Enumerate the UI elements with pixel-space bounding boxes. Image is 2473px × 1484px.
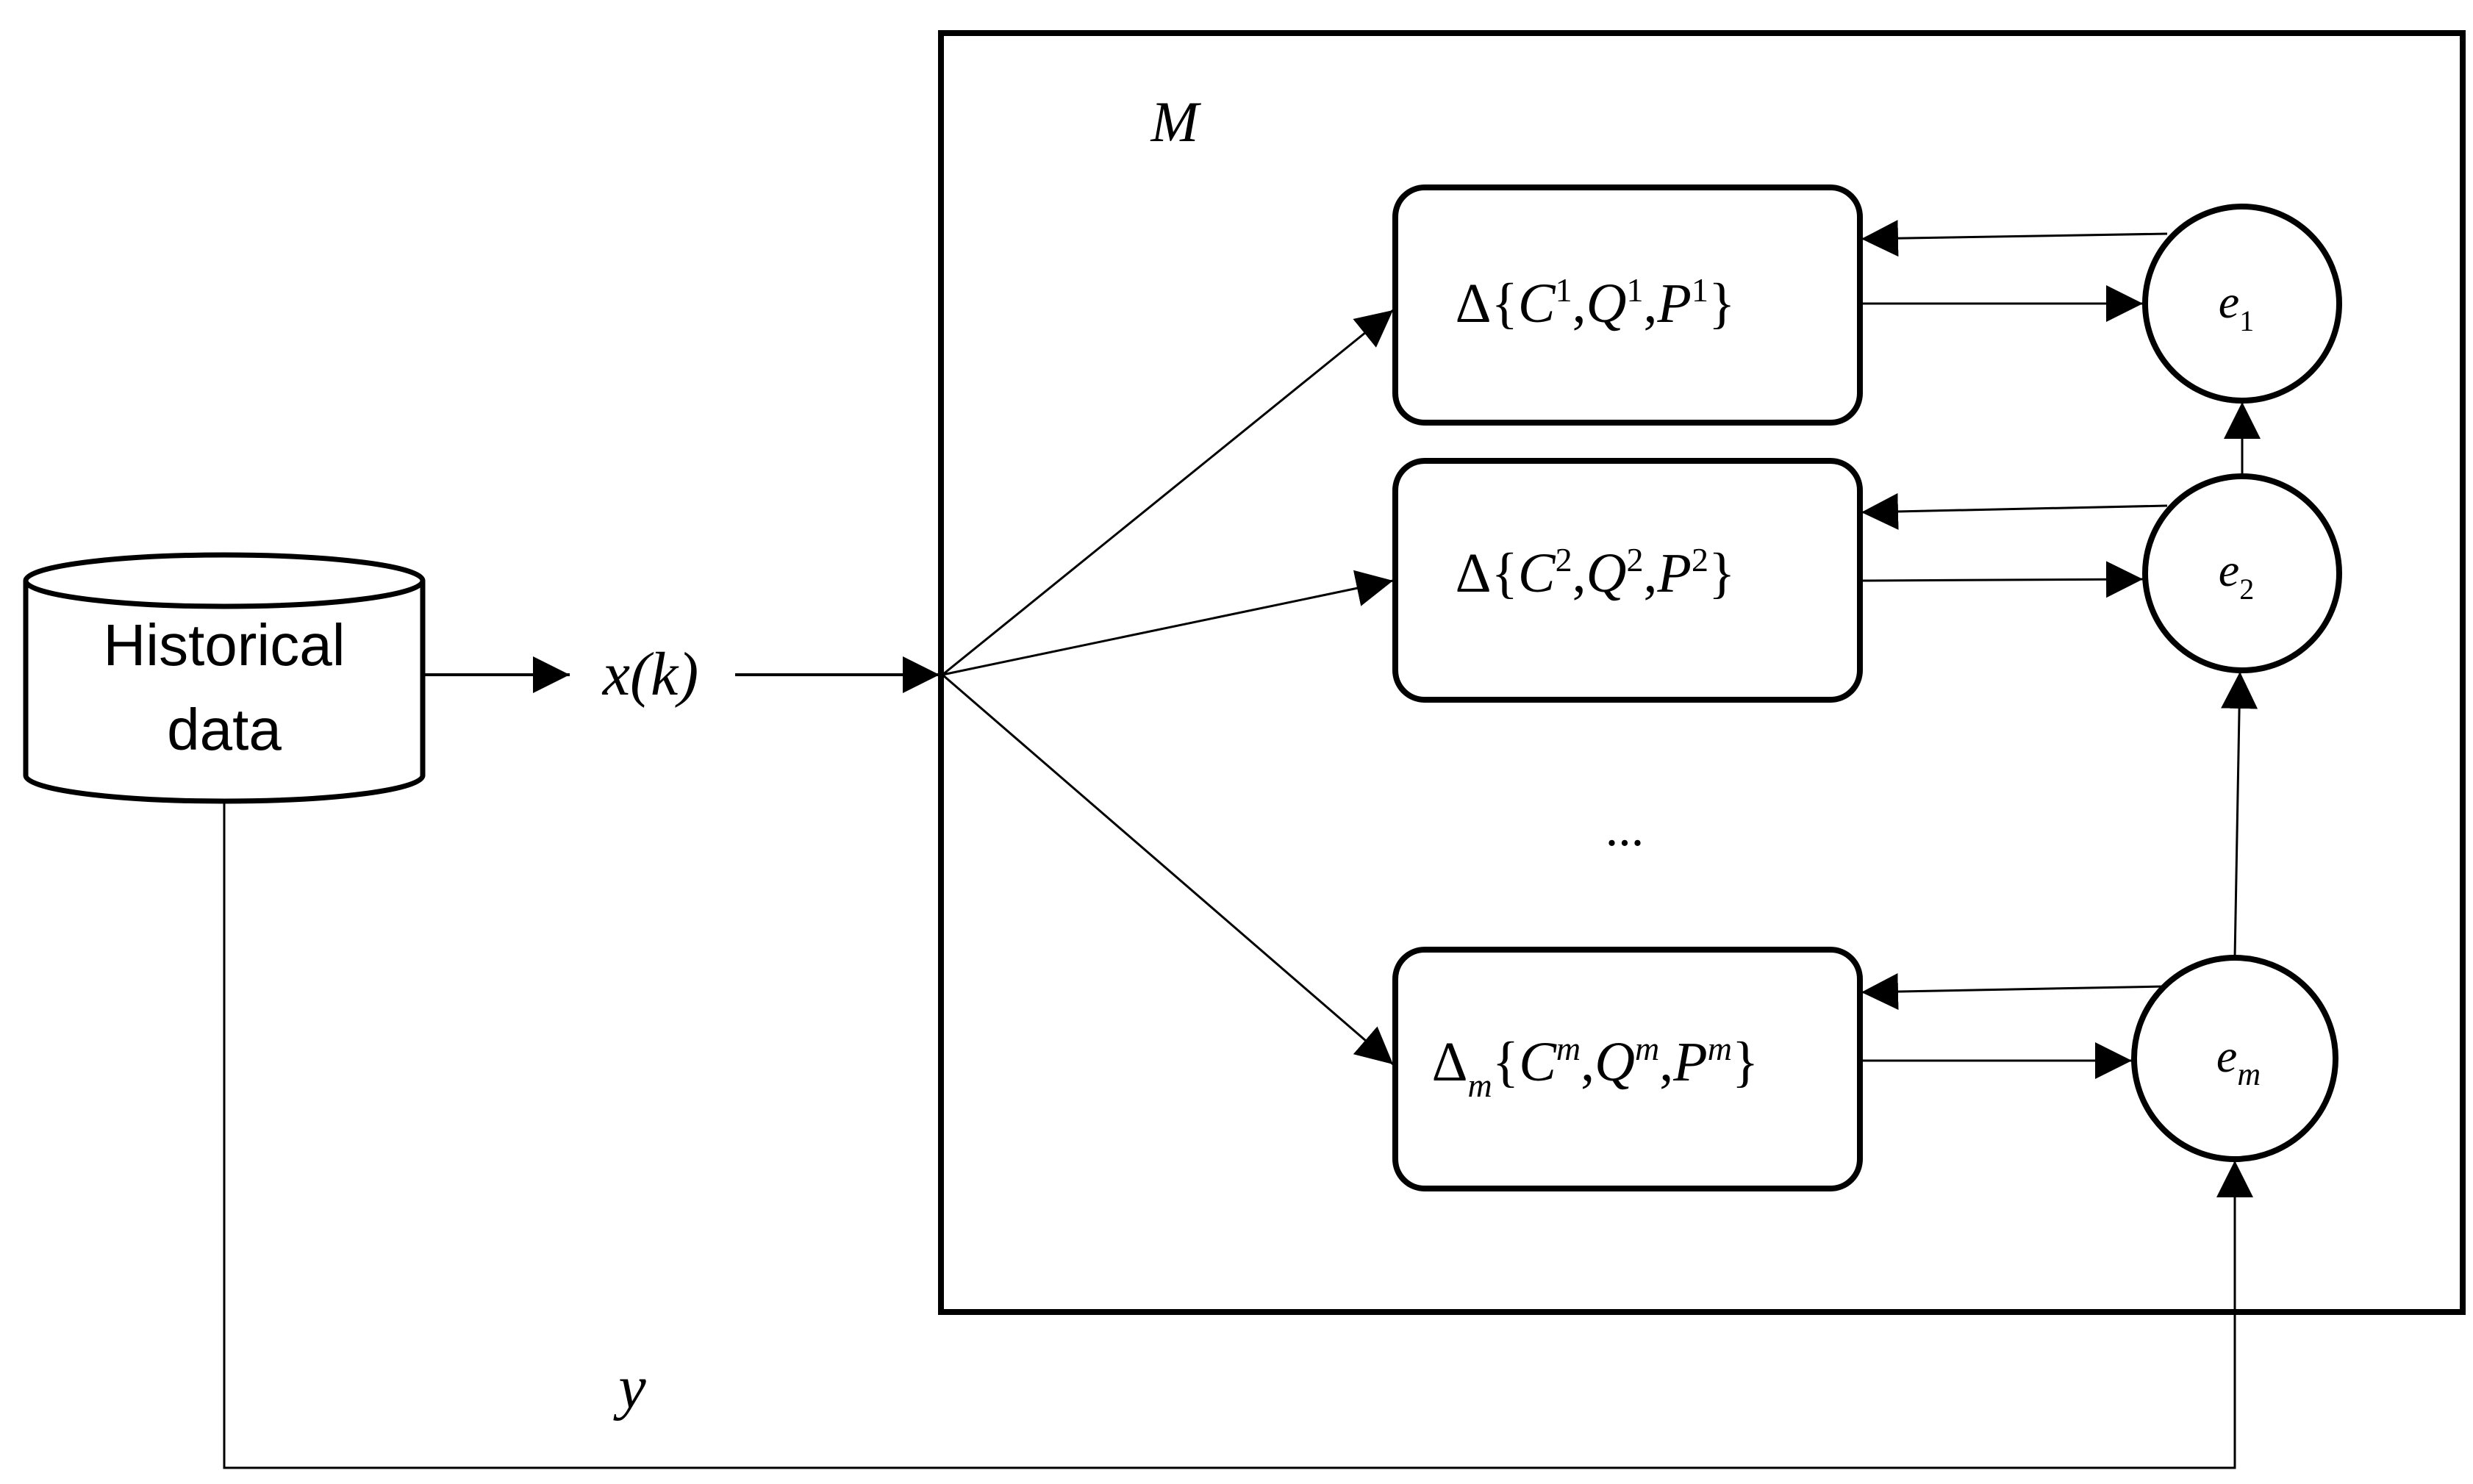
error-m-to-submodel-m-feedback-arrow <box>1861 973 2166 1011</box>
database-label-line1: Historical <box>104 612 346 678</box>
submodel-2-q-sup: 2 <box>1627 541 1644 578</box>
svg-text:e2: e2 <box>2219 544 2254 606</box>
svg-text:em: em <box>2216 1030 2261 1092</box>
target-output-path <box>223 801 2236 1469</box>
error-node-1: e1 <box>2142 204 2342 404</box>
svg-text:Δ{C2,Q2,P2}: Δ{C2,Q2,P2} <box>1456 541 1736 604</box>
submodel-1-open: { <box>1491 273 1517 334</box>
submodel-2-close: } <box>1708 542 1735 604</box>
submodel-m-p: P <box>1672 1031 1707 1093</box>
submodel-m-p-sup: m <box>1708 1030 1732 1067</box>
error-m-to-error-2-arrow <box>2221 671 2258 958</box>
submodel-m-prefix-sub: m <box>1467 1067 1492 1104</box>
svg-text:Δm{Cm,Qm,Pm}: Δm{Cm,Qm,Pm} <box>1432 1030 1759 1104</box>
input-signal-label: x(k) <box>601 640 699 709</box>
input-to-submodel-2-arrow <box>942 570 1394 676</box>
error-node-m-base: e <box>2216 1030 2237 1082</box>
error-1-to-submodel-1-feedback-arrow <box>1861 220 2168 257</box>
output-signal-label: y <box>612 1353 646 1422</box>
error-node-2-sub: 2 <box>2239 573 2254 606</box>
submodel-1-close: } <box>1708 273 1735 334</box>
model-box-label: M <box>1150 90 1202 154</box>
submodel-m-close: } <box>1732 1031 1758 1093</box>
svg-text:e1: e1 <box>2219 276 2254 337</box>
historical-data-database: Historical data <box>23 552 426 804</box>
submodel-2-open: { <box>1491 542 1517 604</box>
submodel-ellipsis: ... <box>1606 800 1645 857</box>
submodel-2-c: C <box>1518 542 1556 604</box>
submodel-m-open: { <box>1492 1031 1519 1093</box>
input-to-submodel-m-arrow <box>942 673 1394 1066</box>
submodel-m-q-sup: m <box>1635 1030 1659 1067</box>
submodel-2-prefix: Δ <box>1456 542 1492 604</box>
submodel-m-prefix: Δ <box>1432 1031 1468 1093</box>
error-node-1-base: e <box>2219 276 2239 328</box>
submodel-1-q: Q <box>1586 273 1627 334</box>
submodel-1-p-sup: 1 <box>1692 271 1708 309</box>
error-node-m: em <box>2131 955 2338 1162</box>
submodel-1-p: P <box>1657 273 1692 334</box>
submodel-m: Δm{Cm,Qm,Pm} <box>1392 947 1863 1191</box>
submodel-1-q-sup: 1 <box>1627 271 1644 309</box>
error-node-2: e2 <box>2142 473 2342 673</box>
submodel-2-c-sup: 2 <box>1556 541 1572 578</box>
error-node-m-sub: m <box>2237 1056 2261 1092</box>
submodel-1: Δ{C1,Q1,P1} <box>1392 184 1863 426</box>
submodel-m-c: C <box>1519 1031 1557 1093</box>
submodel-1-prefix: Δ <box>1456 273 1492 334</box>
submodel-2-p: P <box>1657 542 1692 604</box>
error-node-2-base: e <box>2219 544 2239 596</box>
submodel-2-p-sup: 2 <box>1692 541 1708 578</box>
error-2-to-submodel-2-feedback-arrow <box>1861 492 2168 530</box>
error-node-1-sub: 1 <box>2239 304 2254 337</box>
submodel-2: Δ{C2,Q2,P2} <box>1392 458 1863 703</box>
svg-text:Δ{C1,Q1,P1}: Δ{C1,Q1,P1} <box>1456 271 1736 334</box>
submodel-2-to-error-2-arrow <box>1859 561 2144 598</box>
submodel-1-c: C <box>1518 273 1556 334</box>
submodel-m-c-sup: m <box>1556 1030 1581 1067</box>
model-box <box>938 30 2466 1315</box>
input-to-submodel-1-arrow <box>942 309 1394 676</box>
database-label-line2: data <box>167 697 282 762</box>
submodel-2-q: Q <box>1586 542 1627 604</box>
submodel-m-q: Q <box>1595 1031 1635 1093</box>
submodel-1-c-sup: 1 <box>1556 271 1572 309</box>
